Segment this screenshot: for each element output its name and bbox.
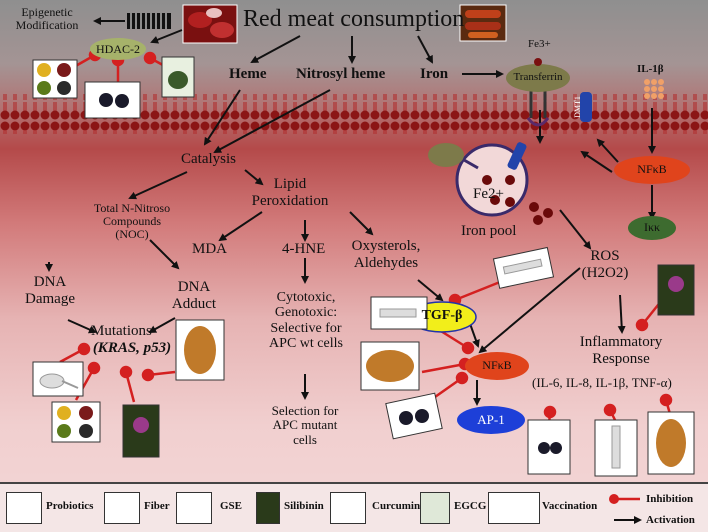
iron-pool-label: Iron pool	[461, 223, 517, 239]
silibinin-legend-icon	[256, 492, 280, 524]
egcg-legend-icon	[420, 492, 450, 524]
transferrin-receptor	[526, 88, 550, 127]
lipid-peroxidation-label: Lipid Peroxidation	[251, 176, 329, 209]
ap1-shape	[457, 406, 525, 434]
gse-grapes-picture-2	[385, 392, 443, 440]
diagram-title: Red meat consumption	[243, 6, 465, 32]
nfkb-top-label: NFκB	[637, 162, 667, 176]
hdac2-node: HDAC-2	[90, 38, 146, 60]
ros-label: ROS (H2O2)	[581, 248, 629, 281]
legend-vaccination: Vaccination	[542, 500, 598, 512]
epigenetic-label: Epigenetic Modification	[15, 5, 79, 33]
tgfb-label: TGF-β	[421, 308, 463, 323]
legend-probiotics: Probiotics	[46, 500, 94, 512]
cytokines-label: (IL-6, IL-8, IL-1β, TNF-α)	[532, 375, 672, 390]
transferrin-protein	[506, 64, 570, 92]
heme-label: Heme	[229, 66, 267, 82]
dmt1-label: DMT1	[573, 96, 582, 118]
nfkb-mid-label: NFκB	[482, 358, 512, 372]
activation-arrows	[45, 17, 656, 406]
dna-barcode-icon	[127, 13, 171, 29]
transferrin-label: Transferrin	[513, 71, 563, 83]
curcumin-legend-icon	[330, 492, 366, 524]
fiber-legend-icon	[104, 492, 140, 524]
vaccination-syringe-picture	[370, 296, 428, 330]
gse-grapes-picture	[84, 81, 141, 119]
vaccination-syringe-picture-2	[492, 246, 555, 289]
iron-particles	[482, 175, 553, 225]
egcg-tea-picture	[161, 56, 195, 98]
mutations-label: Mutations	[91, 323, 152, 339]
fiber-seeds-picture	[32, 59, 78, 99]
legend-gse: GSE	[220, 500, 243, 512]
4hne-label: 4-HNE	[282, 241, 326, 257]
catalysis-label: Catalysis	[181, 151, 236, 167]
gse-legend-icon	[176, 492, 212, 524]
inflammatory-label: Inflammatory Response	[579, 334, 663, 367]
oxysterols-label: Oxysterols, Aldehydes	[351, 238, 421, 271]
gse-grapes-picture-3	[527, 419, 571, 475]
curcumin-root-picture-3	[647, 411, 695, 475]
fiber-seeds-picture-2	[51, 401, 101, 443]
legend-panel: Probiotics Fiber GSE Silibinin Curcumin …	[0, 482, 708, 532]
probiotics-legend-icon	[6, 492, 42, 524]
vaccination-legend-icon	[488, 492, 540, 524]
iron-label: Iron	[420, 66, 449, 82]
probiotics-spoon-picture	[32, 361, 84, 397]
il1b-ligands	[644, 79, 664, 99]
noc-label: Total N-Nitroso Compounds (NOC)	[93, 201, 171, 242]
silibinin-flower-picture-2	[657, 264, 695, 316]
vaccination-syringe-picture-3	[594, 419, 638, 477]
nfkb-mid-shape	[465, 352, 529, 380]
fe3-label: Fe3+	[528, 38, 551, 50]
raw-meat-photo	[182, 4, 238, 44]
endosome-receptor	[428, 143, 479, 170]
genes-label: (KRAS, p53)	[92, 340, 172, 356]
curcumin-root-picture-2	[360, 341, 420, 391]
nitrosyl-heme-label: Nitrosyl heme	[296, 66, 386, 82]
legend-line-samples	[609, 494, 642, 524]
dmt1-transporter	[580, 92, 592, 122]
legend-inhibition: Inhibition	[646, 493, 694, 505]
ikk-shape	[628, 216, 676, 240]
legend-activation: Activation	[646, 514, 695, 526]
legend-silibinin: Silibinin	[284, 500, 324, 512]
legend-fiber: Fiber	[144, 500, 170, 512]
cytotoxic-label: Cytotoxic, Genotoxic: Selective for APC …	[269, 290, 343, 352]
endosome-dmt1	[507, 142, 527, 170]
mda-label: MDA	[192, 241, 228, 257]
fe2-label: Fe2+	[473, 186, 504, 202]
selection-label: Selection for APC mutant cells	[271, 403, 339, 447]
ikk-label: Iκκ	[643, 220, 661, 234]
nfkb-top-shape	[614, 156, 690, 184]
curcumin-root-picture	[175, 319, 225, 381]
dna-adduct-label: DNA Adduct	[171, 279, 217, 312]
legend-curcumin: Curcumin	[372, 500, 421, 512]
sausage-photo	[459, 4, 507, 42]
il1b-label: IL-1β	[637, 63, 664, 75]
silibinin-flower-picture	[122, 404, 160, 458]
ap1-label: AP-1	[477, 412, 505, 427]
legend-egcg: EGCG	[454, 500, 487, 512]
dna-damage-label: DNA Damage	[25, 274, 75, 307]
